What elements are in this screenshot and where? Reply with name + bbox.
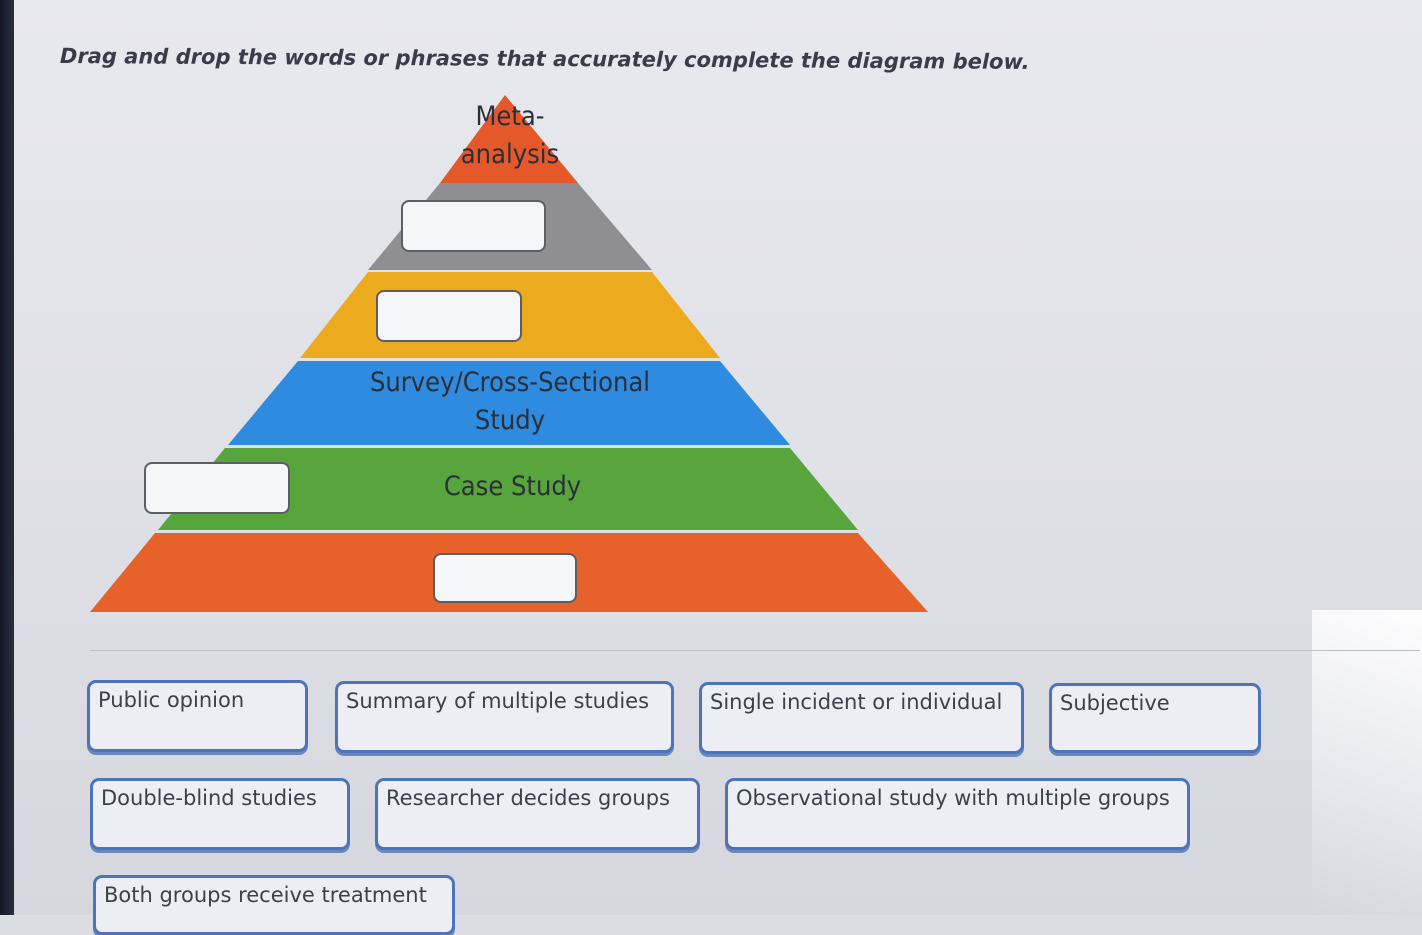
- drop-zone-layer-2[interactable]: [401, 200, 546, 252]
- layer-survey-fill: [228, 361, 790, 445]
- evidence-pyramid: Meta- analysis Survey/Cross-Sectional St…: [0, 0, 1000, 640]
- layer-case-study-fill: [158, 448, 858, 530]
- word-tile-summary-of-multiple-studies[interactable]: Summary of multiple studies: [335, 681, 674, 753]
- screen-glare: [1312, 610, 1422, 915]
- drop-zone-layer-base[interactable]: [433, 553, 577, 603]
- drop-zone-layer-5[interactable]: [144, 462, 290, 514]
- word-tile-double-blind-studies[interactable]: Double-blind studies: [90, 778, 350, 850]
- section-divider: [90, 650, 1420, 651]
- label-meta-analysis: Meta- analysis: [460, 101, 560, 170]
- label-case-study: Case Study: [443, 471, 582, 502]
- word-tile-researcher-decides-groups[interactable]: Researcher decides groups: [375, 778, 700, 850]
- word-tile-both-groups-receive-treatment[interactable]: Both groups receive treatment: [93, 875, 455, 935]
- word-tile-observational-study[interactable]: Observational study with multiple groups: [725, 778, 1190, 850]
- label-survey-cross-sectional: Survey/Cross-Sectional Study: [369, 367, 651, 436]
- word-tile-single-incident-or-individual[interactable]: Single incident or individual: [699, 682, 1024, 754]
- drop-zone-layer-3[interactable]: [376, 290, 522, 342]
- word-tile-subjective[interactable]: Subjective: [1049, 683, 1261, 753]
- layer-meta-analysis: [440, 95, 578, 183]
- word-tile-public-opinion[interactable]: Public opinion: [87, 680, 308, 752]
